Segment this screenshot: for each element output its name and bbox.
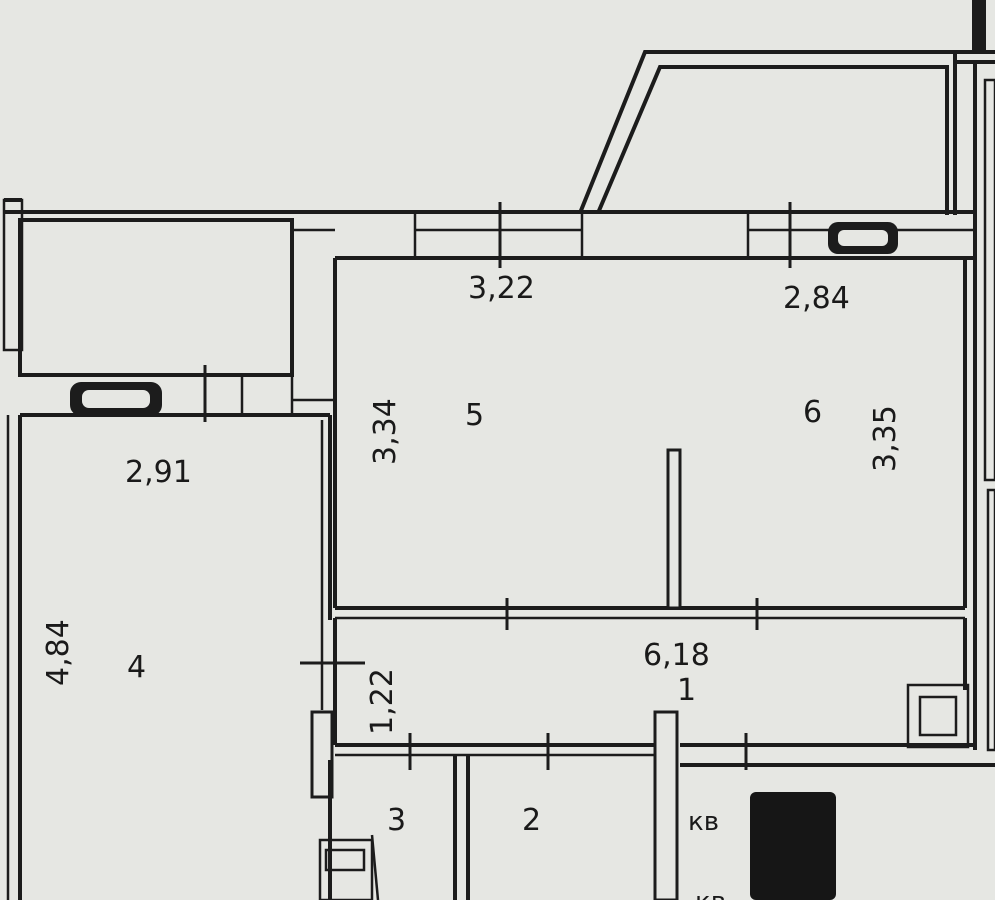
radiator-icon — [70, 382, 162, 416]
dimension-room4-width: 2,91 — [125, 455, 192, 490]
dimension-room4-height: 4,84 — [41, 619, 76, 686]
room-label-2: 2 — [522, 803, 541, 838]
radiator-icon — [828, 222, 898, 254]
room-label-1: 1 — [677, 673, 696, 708]
corridor-walls — [310, 618, 995, 799]
room-4-walls — [6, 228, 365, 900]
dimension-room6-height: 3,35 — [868, 405, 903, 472]
apartment-label: кв — [688, 807, 719, 837]
exterior-wall-right — [963, 62, 995, 752]
loggia-top-right — [578, 0, 995, 215]
room-label-3: 3 — [387, 803, 406, 838]
apartment-label-cropped: кв — [695, 887, 726, 900]
exterior-wall-top — [335, 202, 975, 268]
rooms-2-3-walls — [318, 710, 679, 900]
dimension-room6-width: 2,84 — [783, 281, 850, 316]
dimension-room5-height: 3,34 — [368, 398, 403, 465]
room-label-6: 6 — [803, 395, 822, 430]
dimension-corridor-width: 6,18 — [643, 638, 710, 673]
room-label-5: 5 — [465, 398, 484, 433]
room-5-6-walls — [333, 258, 965, 630]
room-label-4: 4 — [127, 650, 146, 685]
dimension-corridor-height: 1,22 — [365, 668, 400, 735]
redacted-block — [750, 792, 836, 900]
dimension-room5-width: 3,22 — [468, 271, 535, 306]
balcony-top-left — [2, 198, 415, 377]
